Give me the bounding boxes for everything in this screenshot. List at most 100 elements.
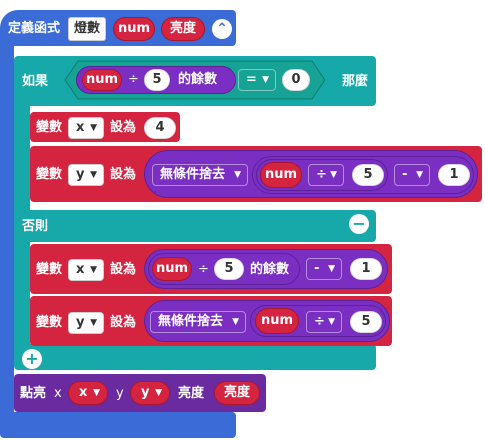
cond-operator-dropdown[interactable]: = ▼ [238,69,276,91]
chevron-down-icon: ▼ [328,264,335,274]
else-set-y-var-text: y [76,315,85,330]
cond-div-op: ÷ [128,72,139,87]
else-divide-op-text: ÷ [314,314,325,329]
else-set-x-var-text: x [76,262,85,277]
else-floor-num-text: num [260,313,294,328]
else-subtract-value-input[interactable]: 1 [350,258,382,280]
subtract-value-input[interactable]: 1 [438,164,470,186]
set-x-value-input[interactable]: 4 [144,117,176,139]
cond-value-input[interactable]: 0 [282,69,310,91]
else-floor-num-var[interactable]: num [255,308,299,334]
else-floor-func-text: 無條件捨去 [158,314,224,329]
chevron-down-icon: ▼ [90,170,97,180]
chevron-down-icon: ▼ [155,388,162,398]
if-block-spine-else [14,240,30,346]
plot-x-label: x [54,386,62,401]
else-divisor-input[interactable]: 5 [214,258,244,280]
if-block-footer [14,344,376,370]
floor-num-var[interactable]: num [260,162,302,188]
cond-divisor-input[interactable]: 5 [144,69,170,91]
cond-var-num[interactable]: num [82,69,122,91]
set-y-set-label: 設為 [110,167,137,182]
cond-value-text: 0 [291,72,301,87]
else-set-y-set-label: 設為 [110,315,137,330]
add-else-if-icon[interactable]: + [22,349,42,369]
else-label: 否則 [22,219,49,234]
divide-divisor-input[interactable]: 5 [352,164,384,186]
else-subtract-op-text: - [314,261,320,276]
plot-y-var-text: y [141,385,150,400]
else-set-y-var-label: 變數 [36,315,63,330]
plot-label: 點亮 [20,386,47,401]
function-name-text: 燈數 [73,21,100,36]
divide-op-dropdown[interactable]: ÷ ▼ [308,164,344,186]
subtract-op-text: - [402,167,408,182]
set-y-var-dropdown[interactable]: y ▼ [68,164,104,186]
set-x-var-label: 變數 [36,120,63,135]
else-set-x-var-dropdown[interactable]: x ▼ [68,259,104,281]
function-keyword: 定義函式 [8,21,61,36]
set-x-var-dropdown[interactable]: x ▼ [68,117,104,139]
floor-func-dropdown[interactable]: 無條件捨去 ▼ [152,164,248,186]
else-remainder-label: 的餘數 [250,262,290,277]
plot-x-var[interactable]: x ▼ [68,381,108,405]
cond-operator-text: = [246,72,257,87]
else-divide-op-dropdown[interactable]: ÷ ▼ [306,311,342,333]
set-y-var-text: y [76,167,85,182]
else-subtract-op-dropdown[interactable]: - ▼ [306,258,342,280]
chevron-down-icon: ▼ [90,123,97,133]
chevron-down-icon: ▼ [90,318,97,328]
function-block-footer [0,412,236,438]
chevron-down-icon: ▼ [262,75,269,85]
plot-x-var-text: x [79,385,88,400]
plot-y-label: y [116,386,124,401]
subtract-value-text: 1 [449,167,459,182]
if-label: 如果 [22,74,49,89]
plot-brightness-var[interactable]: 亮度 [214,381,260,405]
if-block-spine-then [14,104,30,216]
chevron-down-icon: ▼ [330,170,337,180]
minus-glyph: − [352,214,366,233]
plot-brightness-var-text: 亮度 [223,385,250,400]
floor-func-text: 無條件捨去 [160,167,226,182]
floor-num-text: num [264,167,298,182]
chevron-down-icon: ▼ [416,170,423,180]
else-block-header[interactable] [14,210,376,242]
else-num-text: num [155,261,189,276]
else-divide-divisor-text: 5 [361,314,371,329]
else-set-x-var-label: 變數 [36,262,63,277]
chevron-down-icon: ▼ [232,317,239,327]
else-divisor-text: 5 [224,261,234,276]
set-y-var-label: 變數 [36,167,63,182]
param-num-label: num [117,21,151,36]
chevron-down-icon: ▼ [90,265,97,275]
chevron-down-icon: ▼ [328,317,335,327]
plot-y-var[interactable]: y ▼ [130,381,170,405]
param-brightness[interactable]: 亮度 [161,17,205,41]
set-x-var-text: x [76,120,85,135]
plus-glyph: + [25,349,39,368]
function-block-spine [0,44,14,416]
then-label: 那麼 [342,74,369,89]
chevron-down-icon: ▼ [234,170,241,180]
cond-remainder-label: 的餘數 [178,72,218,87]
param-brightness-label: 亮度 [169,21,196,36]
remove-else-icon[interactable]: − [349,214,369,234]
else-set-y-var-dropdown[interactable]: y ▼ [68,312,104,334]
set-x-set-label: 設為 [110,120,137,135]
cond-divisor-text: 5 [152,72,162,87]
else-num-var[interactable]: num [152,257,192,281]
collapse-icon[interactable]: ⌃ [212,19,232,39]
divide-op-text: ÷ [316,167,327,182]
cond-var-text: num [85,72,119,87]
collapse-glyph: ⌃ [216,21,228,37]
chevron-down-icon: ▼ [93,388,100,398]
else-div-op: ÷ [198,262,209,277]
else-set-x-set-label: 設為 [110,262,137,277]
param-num[interactable]: num [113,17,155,41]
else-subtract-value-text: 1 [361,261,371,276]
else-floor-func-dropdown[interactable]: 無條件捨去 ▼ [150,311,246,333]
function-name-field[interactable]: 燈數 [68,17,106,41]
subtract-op-dropdown[interactable]: - ▼ [394,164,430,186]
else-divide-divisor-input[interactable]: 5 [350,311,382,333]
